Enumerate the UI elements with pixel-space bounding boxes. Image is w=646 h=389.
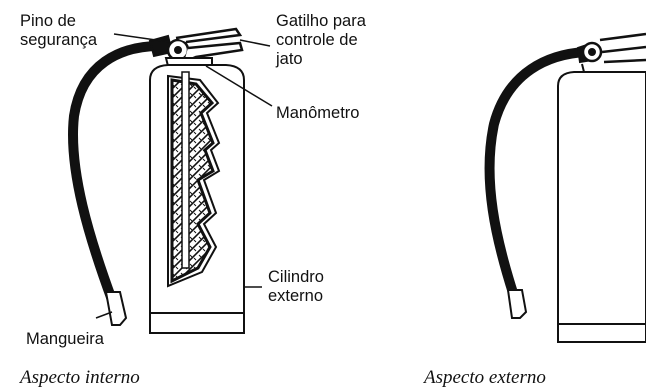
hose-nozzle [106, 292, 126, 325]
internal-extinguisher [73, 29, 244, 333]
siphon-tube [182, 72, 189, 268]
label-safety-pin: Pino de segurança [20, 12, 97, 50]
label-trigger: Gatilho para controle de jato [276, 12, 366, 69]
label-gauge: Manômetro [276, 104, 359, 123]
label-outer-cylinder: Cilindro externo [268, 268, 324, 306]
label-hose: Mangueira [26, 330, 104, 349]
trigger-handle [600, 34, 646, 62]
caption-internal: Aspecto interno [20, 368, 140, 388]
external-extinguisher [490, 34, 646, 342]
hose [73, 46, 160, 300]
outer-cylinder [558, 72, 646, 342]
hose-nozzle [508, 290, 526, 318]
caption-external: Aspecto externo [424, 368, 546, 388]
